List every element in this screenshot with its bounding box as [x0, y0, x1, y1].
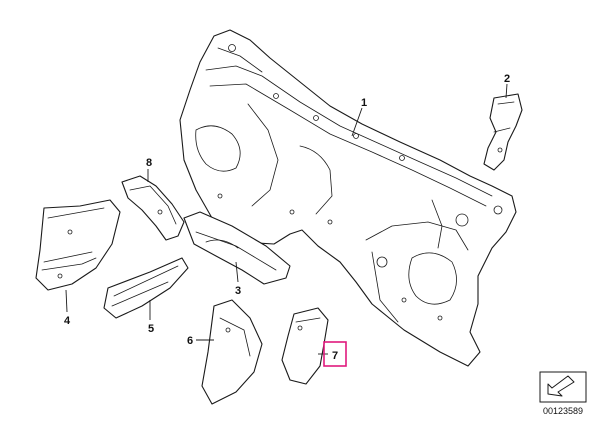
part-7-bracket[interactable]	[281, 307, 329, 385]
part-4-side-panel[interactable]	[35, 199, 121, 291]
part-2-bracket[interactable]	[483, 93, 523, 171]
leader-3	[235, 261, 239, 283]
part-8-reinforcement[interactable]	[121, 175, 185, 241]
callout-2[interactable]: 2	[504, 73, 510, 85]
leader-2	[505, 83, 508, 99]
callout-7[interactable]: 7	[332, 350, 338, 362]
callout-5[interactable]: 5	[148, 323, 154, 335]
callout-6[interactable]: 6	[187, 335, 193, 347]
leader-1	[351, 107, 363, 137]
part-5-member[interactable]	[103, 257, 189, 319]
callout-8[interactable]: 8	[146, 157, 152, 169]
part-1-bulkhead[interactable]	[179, 29, 517, 367]
callout-7-highlight-box	[323, 341, 347, 367]
part-3-cross-member[interactable]	[183, 211, 291, 285]
direction-arrow-icon	[539, 371, 587, 403]
callout-1[interactable]: 1	[361, 97, 367, 109]
leader-4	[65, 289, 68, 313]
callout-3[interactable]: 3	[235, 285, 241, 297]
part-6-bracket[interactable]	[201, 299, 263, 405]
callout-4[interactable]: 4	[64, 315, 71, 327]
document-number: 00123589	[543, 406, 583, 416]
